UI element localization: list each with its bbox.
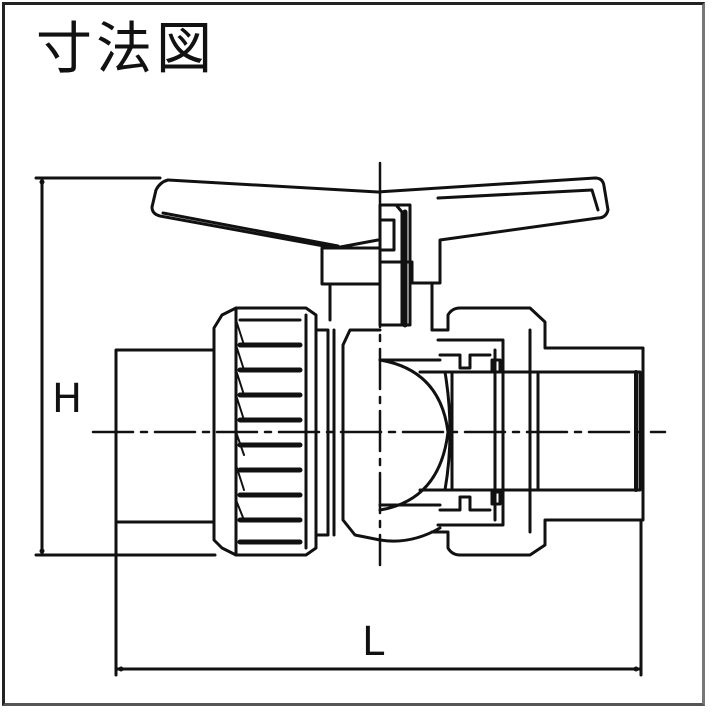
valve-body xyxy=(328,281,450,543)
t-handle xyxy=(150,176,610,328)
length-dimension: L xyxy=(114,518,643,677)
length-label: L xyxy=(362,619,385,665)
height-label: H xyxy=(52,376,82,422)
left-socket xyxy=(114,348,216,524)
drawing-frame xyxy=(2,2,705,706)
right-union xyxy=(418,306,645,557)
left-union-nut xyxy=(212,306,336,557)
drawing-title: 寸法図 xyxy=(36,17,216,82)
height-dimension: H xyxy=(34,176,217,557)
